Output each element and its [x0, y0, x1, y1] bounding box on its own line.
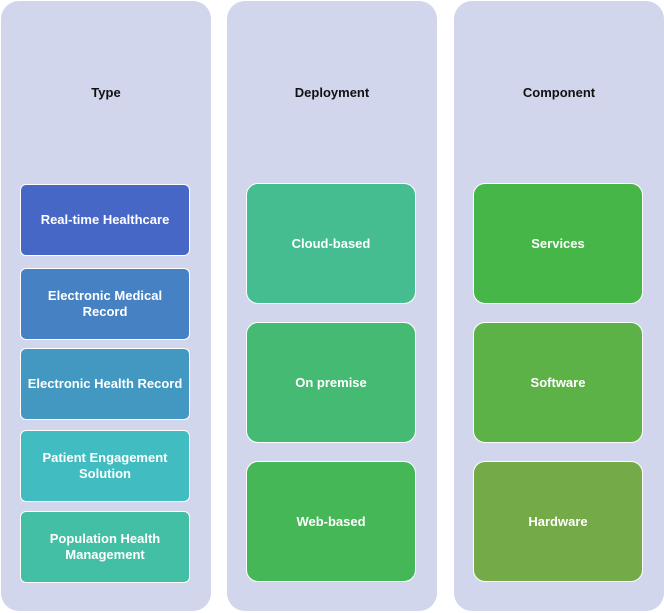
component-item-label: Software	[530, 374, 586, 390]
type-item-label: Real-time Healthcare	[40, 212, 170, 227]
type-item-electronic-health-record: Electronic Health Record	[20, 348, 190, 420]
deployment-item-label: Cloud-based	[291, 235, 371, 251]
deployment-column-title: Deployment	[294, 85, 370, 100]
deployment-item-web-based: Web-based	[246, 461, 416, 582]
deployment-item-label: On premise	[295, 374, 367, 390]
deployment-item-label: Web-based	[296, 513, 366, 529]
deployment-item-on-premise: On premise	[246, 322, 416, 443]
deployment-item-cloud-based: Cloud-based	[246, 183, 416, 304]
type-item-label: Patient Engagement Solution	[42, 450, 168, 481]
component-item-hardware: Hardware	[473, 461, 643, 582]
type-column: Type Real-time Healthcare Electronic Med…	[1, 1, 211, 611]
type-item-label: Electronic Medical Record	[47, 288, 163, 319]
component-column: Component Services Software Hardware	[454, 1, 664, 611]
type-item-label: Electronic Health Record	[27, 376, 183, 391]
component-item-label: Hardware	[528, 513, 588, 529]
type-item-patient-engagement-solution: Patient Engagement Solution	[20, 430, 190, 502]
type-column-title: Type	[91, 85, 121, 100]
deployment-column: Deployment Cloud-based On premise Web-ba…	[227, 1, 437, 611]
component-column-title: Component	[522, 85, 596, 100]
type-item-label: Population Health Management	[49, 531, 161, 562]
type-item-electronic-medical-record: Electronic Medical Record	[20, 268, 190, 340]
component-item-label: Services	[531, 235, 585, 251]
type-item-population-health-management: Population Health Management	[20, 511, 190, 583]
component-item-services: Services	[473, 183, 643, 304]
type-item-real-time-healthcare: Real-time Healthcare	[20, 184, 190, 256]
component-item-software: Software	[473, 322, 643, 443]
